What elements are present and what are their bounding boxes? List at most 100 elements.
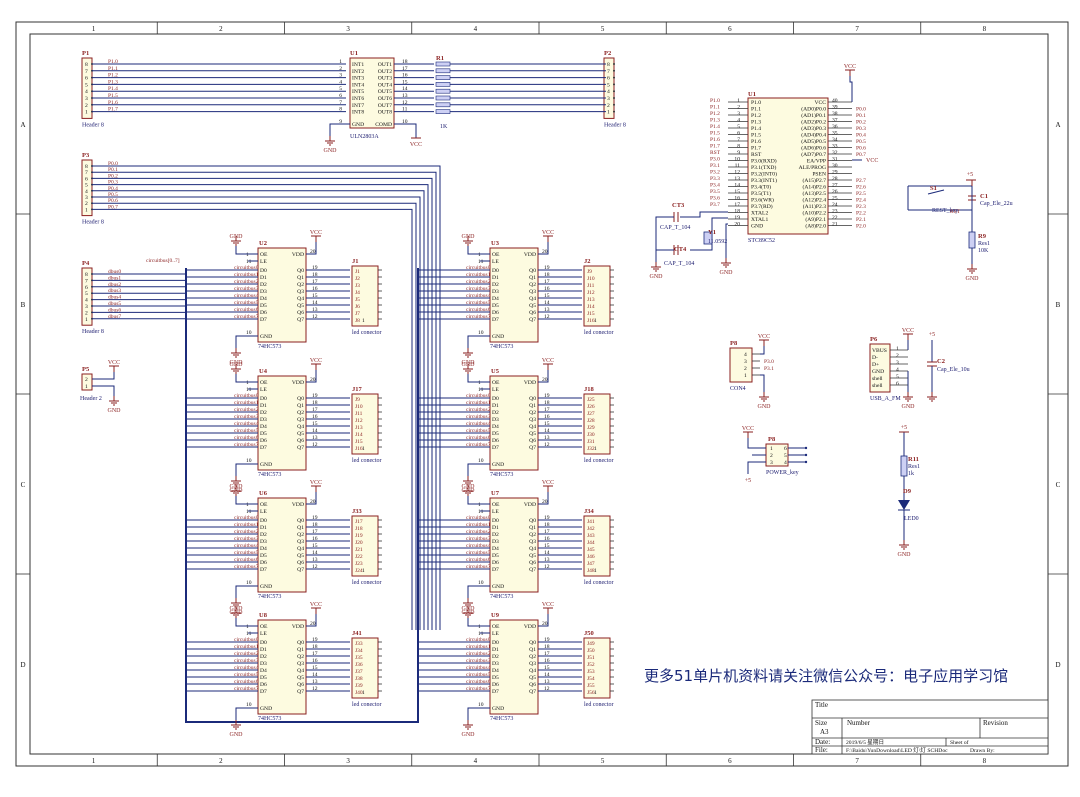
gnd-label: GND	[462, 362, 476, 368]
zone-col-top: 5	[601, 25, 605, 33]
power-key-pin-number: 6	[784, 446, 787, 452]
led-connector-label: J47	[587, 561, 595, 567]
led-connector-body	[583, 515, 611, 577]
led-connector-body	[351, 515, 379, 577]
led-connector-label: J2	[355, 276, 360, 282]
uln-output-number: 18	[402, 59, 408, 65]
led-connector-label: J26	[587, 404, 595, 410]
latch-out-number: 15	[312, 543, 318, 549]
zone-row-right: B	[1056, 301, 1061, 309]
latch-vdd-wire	[306, 614, 317, 627]
mcu-left-pin: P1.1	[751, 107, 761, 113]
latch-in-net: circuitbus7	[234, 314, 259, 320]
p5-ref: P5	[82, 366, 90, 373]
header-pin-number: 5	[85, 183, 88, 189]
size-label: Size	[815, 719, 827, 727]
header-pin-number: 3	[607, 96, 610, 102]
led-connector-label: J20	[355, 540, 363, 546]
led-connector-ref: J34	[584, 508, 595, 515]
latch-vdd-wire	[538, 614, 549, 627]
latch-part: 74HC573	[490, 344, 513, 350]
led-connector-ref: J41	[352, 630, 362, 637]
latch-d-pin: D3	[492, 289, 499, 295]
led-connector-label: J15	[355, 439, 363, 445]
latch-pin-number: 20	[310, 621, 316, 627]
latch-in-net: circuitbus2	[466, 279, 491, 285]
led-connector-name: led conector	[352, 458, 381, 464]
latch-pin-number: 1	[478, 380, 481, 386]
mcu-right-pin: ALE/PROG	[799, 165, 826, 171]
header-pin-number: 1	[85, 207, 88, 213]
header-net-label: dbus6	[108, 307, 121, 313]
zone-row-right: D	[1055, 661, 1060, 669]
mcu-left-pin: P3.4(T0)	[751, 184, 771, 191]
mcu-right-pin: (AD1)P0.1	[801, 112, 826, 119]
uln-input-pin: INT5	[352, 89, 364, 95]
latch-d-pin: D6	[492, 560, 499, 566]
latch-pin-number: 10	[478, 458, 484, 464]
header-pin-number: 2	[607, 103, 610, 109]
latch-out-number: 14	[312, 672, 318, 678]
latch-in-net: circuitbus7	[234, 564, 259, 570]
latch-body	[489, 497, 539, 593]
con4-body	[729, 347, 753, 383]
latch-q-pin: Q5	[297, 431, 304, 437]
main-bus	[185, 268, 419, 723]
mcu-right-pin: (A9)P2.1	[805, 216, 826, 223]
latch-q-pin: Q7	[529, 689, 536, 695]
uln-input-number: 7	[339, 100, 342, 106]
mcu-right-net: P0.7	[856, 152, 866, 158]
uln-part: ULN2803A	[350, 134, 379, 140]
latch-d-pin: D7	[492, 567, 499, 573]
latch-d-pin: D1	[492, 275, 499, 281]
latch-out-number: 13	[312, 679, 318, 685]
latch-ref: U4	[259, 368, 268, 375]
mcu-right-net: P0.5	[856, 139, 866, 145]
mcu-right-number: 33	[832, 144, 838, 150]
mcu-left-pin: P1.3	[751, 120, 761, 126]
crystal-body	[703, 231, 713, 245]
latch-in-net: circuitbus6	[466, 435, 491, 441]
latch-out-number: 16	[312, 536, 318, 542]
led-connector-body	[351, 265, 379, 327]
header-pin-number: 4	[607, 89, 610, 95]
led-connector-label: J32	[587, 446, 595, 452]
latch-out-number: 15	[544, 543, 550, 549]
latch-q-pin: Q7	[529, 445, 536, 451]
latch-q-pin: Q1	[297, 525, 304, 531]
uln-gnd-wire	[329, 123, 350, 136]
led-connector-name: led conector	[584, 580, 613, 586]
latch-q-pin: Q4	[529, 424, 536, 430]
latch-vdd-pin: VDD	[524, 380, 536, 386]
header-pin-number: 5	[85, 291, 88, 297]
gnd-label: GND	[230, 234, 244, 240]
mcu-left-net: P1.4	[710, 124, 720, 130]
mcu-right-pin: (AD6)P0.6	[801, 145, 826, 152]
uln-output-number: 16	[402, 73, 408, 79]
d9-name: LED0	[904, 516, 919, 522]
usb-pin-number: 2	[896, 353, 899, 359]
latch-q-pin: Q4	[297, 296, 304, 302]
header-pin-number: 8	[85, 164, 88, 170]
mcu-left-net: P1.7	[710, 144, 720, 150]
header-net-label: P1.0	[108, 59, 118, 65]
inner-border	[29, 33, 1049, 755]
latch-out-number: 12	[312, 314, 318, 320]
latch-in-net: circuitbus7	[466, 564, 491, 570]
latch-vdd-pin: VDD	[524, 502, 536, 508]
mcu-right-net: P2.7	[856, 178, 866, 184]
usb-pin-number: 3	[896, 360, 899, 366]
latch-q-pin: Q3	[529, 661, 536, 667]
latch-out-number: 14	[312, 300, 318, 306]
mcu-right-net: P2.6	[856, 185, 866, 191]
latch-out-number: 17	[312, 407, 318, 413]
header-net-label: dbus0	[108, 269, 121, 275]
latch-in-net: circuitbus1	[466, 522, 491, 528]
mcu-left-pin: P1.7	[751, 146, 761, 152]
latch-gnd-pin: GND	[260, 706, 272, 712]
latch-gnd-wire	[467, 585, 490, 598]
crystal-value: 11.0592	[708, 239, 727, 245]
mcu-right-number: 22	[832, 215, 838, 221]
latch-oe-pin: OE	[260, 502, 268, 508]
